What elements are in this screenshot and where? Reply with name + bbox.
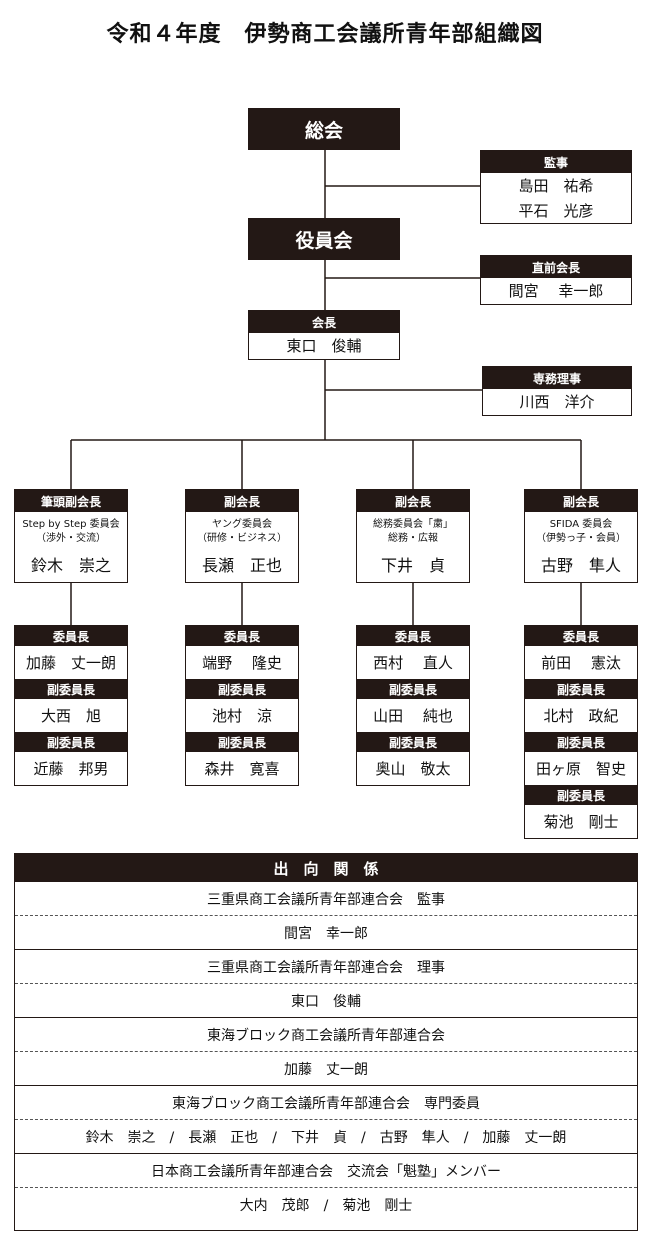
member-name: 池村 涼 [211, 707, 272, 725]
committee-stack: 委員長 加藤 丈一朗 副委員長 大西 旭 副委員長 近藤 邦男 [14, 625, 128, 786]
committee-name: Step by Step 委員会 （渉外・交流） [22, 519, 120, 544]
committee-name: 総務委員会「粛」 総務・広報 [373, 519, 453, 544]
role-label: 副委員長 [186, 732, 298, 752]
member-name: 前田 憲汰 [541, 654, 621, 672]
vice-president-label: 副会長 [357, 490, 469, 512]
committee-stack: 委員長 西村 直人 副委員長 山田 純也 副委員長 奥山 敬太 [356, 625, 470, 786]
president-label: 会長 [249, 311, 399, 333]
secondment-row: 東口 俊輔 [15, 984, 637, 1018]
member-name: 端野 隆史 [202, 654, 282, 672]
secondment-row: 鈴木 崇之 / 長瀬 正也 / 下井 貞 / 古野 隼人 / 加藤 丈一朗 [15, 1120, 637, 1154]
secondment-table: 出 向 関 係 三重県商工会議所青年部連合会 監事 間宮 幸一郎 三重県商工会議… [14, 853, 638, 1231]
role-label: 委員長 [15, 626, 127, 646]
member-name: 田ヶ原 智史 [535, 760, 626, 778]
officers-meeting-box: 役員会 [248, 218, 400, 260]
secondment-row: 東海ブロック商工会議所青年部連合会 [15, 1018, 637, 1052]
executive-director-label: 専務理事 [483, 367, 631, 389]
role-label: 副委員長 [186, 679, 298, 699]
auditor-box: 監事 島田 祐希 平石 光彦 [480, 150, 632, 224]
vice-president-box: 副会長 ヤング委員会 （研修・ビジネス） 長瀬 正也 [185, 489, 299, 583]
vice-president-label: 副会長 [525, 490, 637, 512]
role-label: 副委員長 [525, 785, 637, 805]
secondment-row: 三重県商工会議所青年部連合会 監事 [15, 882, 637, 916]
role-label: 副委員長 [357, 679, 469, 699]
member-name: 近藤 邦男 [33, 760, 109, 778]
role-label: 副委員長 [15, 732, 127, 752]
vice-president-name: 下井 貞 [380, 556, 445, 575]
secondment-row: 日本商工会議所青年部連合会 交流会「魁塾」メンバー [15, 1154, 637, 1188]
committee-name: ヤング委員会 （研修・ビジネス） [197, 519, 287, 544]
secondment-row: 間宮 幸一郎 [15, 916, 637, 950]
vice-president-label: 筆頭副会長 [15, 490, 127, 512]
member-name: 加藤 丈一朗 [25, 654, 116, 672]
role-label: 副委員長 [357, 732, 469, 752]
vice-president-box: 副会長 総務委員会「粛」 総務・広報 下井 貞 [356, 489, 470, 583]
vice-president-name: 古野 隼人 [540, 556, 621, 575]
member-name: 菊池 剛士 [543, 813, 619, 831]
past-president-box: 直前会長 間宮 幸一郎 [480, 255, 632, 305]
executive-director-name: 川西 洋介 [519, 393, 595, 411]
vice-president-label: 副会長 [186, 490, 298, 512]
role-label: 副委員長 [525, 732, 637, 752]
role-label: 副委員長 [525, 679, 637, 699]
president-name: 東口 俊輔 [286, 337, 362, 355]
vice-president-name: 鈴木 崇之 [30, 556, 111, 575]
role-label: 委員長 [186, 626, 298, 646]
member-name: 北村 政紀 [543, 707, 619, 725]
committee-stack: 委員長 前田 憲汰 副委員長 北村 政紀 副委員長 田ヶ原 智史 副委員長 菊池… [524, 625, 638, 839]
role-label: 副委員長 [15, 679, 127, 699]
secondment-header: 出 向 関 係 [15, 854, 637, 882]
role-label: 委員長 [525, 626, 637, 646]
auditor-name: 平石 光彦 [518, 202, 594, 220]
auditor-name: 島田 祐希 [518, 177, 594, 195]
member-name: 奥山 敬太 [375, 760, 451, 778]
secondment-row: 三重県商工会議所青年部連合会 理事 [15, 950, 637, 984]
auditor-label: 監事 [481, 151, 631, 173]
executive-director-box: 専務理事 川西 洋介 [482, 366, 632, 416]
vice-president-box: 筆頭副会長 Step by Step 委員会 （渉外・交流） 鈴木 崇之 [14, 489, 128, 583]
vice-president-box: 副会長 SFIDA 委員会 （伊勢っ子・会員） 古野 隼人 [524, 489, 638, 583]
vice-president-name: 長瀬 正也 [201, 556, 282, 575]
secondment-row: 東海ブロック商工会議所青年部連合会 専門委員 [15, 1086, 637, 1120]
member-name: 大西 旭 [40, 707, 101, 725]
member-name: 西村 直人 [373, 654, 453, 672]
past-president-name: 間宮 幸一郎 [508, 282, 604, 300]
member-name: 森井 寛喜 [204, 760, 280, 778]
secondment-row: 大内 茂郎 / 菊池 剛士 [239, 1198, 413, 1214]
page-title: 令和４年度 伊勢商工会議所青年部組織図 [106, 22, 544, 47]
committee-stack: 委員長 端野 隆史 副委員長 池村 涼 副委員長 森井 寛喜 [185, 625, 299, 786]
committee-name: SFIDA 委員会 （伊勢っ子・会員） [536, 519, 626, 544]
president-box: 会長 東口 俊輔 [248, 310, 400, 360]
role-label: 委員長 [357, 626, 469, 646]
connector-lines [70, 150, 582, 625]
secondment-row: 加藤 丈一朗 [15, 1052, 637, 1086]
general-meeting-box: 総会 [248, 108, 400, 150]
member-name: 山田 純也 [373, 707, 453, 725]
past-president-label: 直前会長 [481, 256, 631, 278]
